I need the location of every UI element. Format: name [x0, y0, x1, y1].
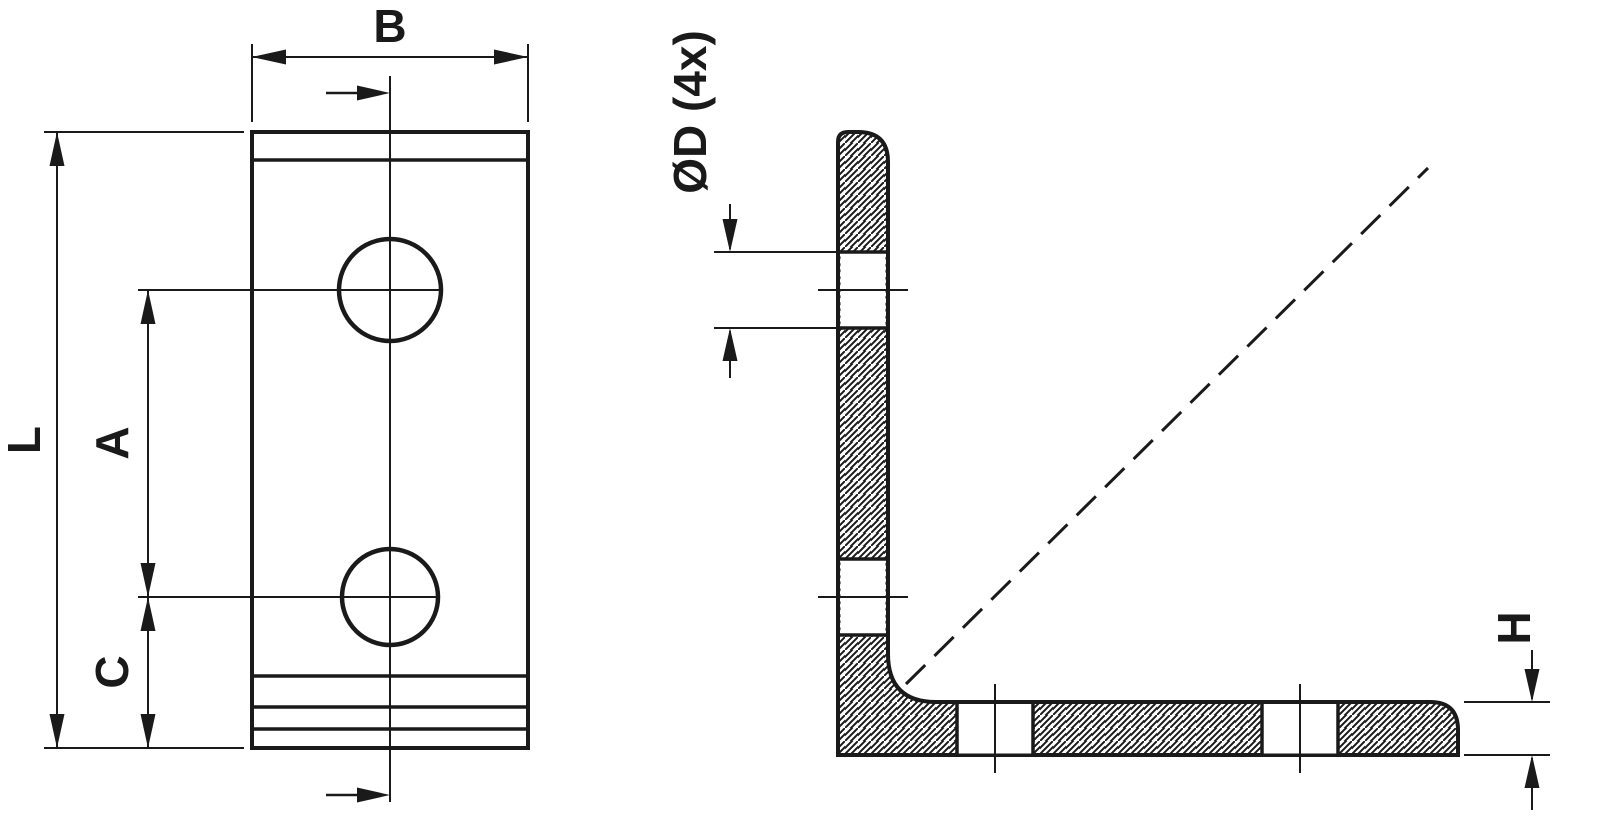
dimension-d: ØD (4x)	[664, 30, 836, 378]
centerline-leader-arrows	[326, 85, 390, 803]
dim-c-arrow-bottom	[140, 714, 156, 748]
dimension-a: A	[86, 290, 156, 597]
dimension-l: L	[0, 131, 244, 749]
l-profile-section	[836, 130, 1460, 757]
dim-h-arrow-bottom-head	[1524, 755, 1540, 788]
holes-front	[336, 236, 444, 648]
dim-d-arrow-top-head	[722, 219, 738, 252]
front-view: B L A C	[0, 0, 530, 803]
dim-l-arrow-top	[49, 132, 65, 166]
centerline-arrow-bottom-head	[357, 787, 390, 803]
dimension-label-l: L	[0, 426, 50, 454]
section-hole-vertical-upper	[818, 250, 908, 330]
dim-b-arrow-left	[252, 49, 286, 65]
dimension-label-c: C	[86, 655, 138, 688]
dim-h-arrow-top-head	[1524, 669, 1540, 702]
dim-c-arrow-top	[140, 597, 156, 631]
bisector-dashed-line	[904, 166, 1430, 686]
dim-b-arrow-right	[494, 49, 528, 65]
dimension-label-d: ØD (4x)	[664, 30, 716, 194]
section-hole-horizontal-right	[1260, 684, 1340, 773]
centerlines	[138, 76, 440, 802]
lower-hole	[339, 546, 441, 648]
dimension-h: H	[1464, 611, 1550, 810]
dimension-b: B	[251, 0, 529, 122]
dimension-label-a: A	[86, 426, 138, 459]
dim-l-arrow-bottom	[49, 714, 65, 748]
centerline-arrow-top-head	[357, 85, 390, 101]
dim-a-arrow-bottom	[140, 563, 156, 597]
dimension-label-h: H	[1488, 611, 1540, 644]
dimension-c: C	[86, 597, 156, 748]
section-hole-horizontal-left	[955, 684, 1035, 773]
upper-hole	[336, 236, 444, 344]
dim-a-arrow-top	[140, 290, 156, 324]
section-hole-vertical-lower	[818, 557, 908, 637]
dimension-label-b: B	[373, 0, 406, 52]
dim-d-arrow-bottom-head	[722, 328, 738, 361]
side-section-view: ØD (4x) H	[664, 30, 1550, 810]
